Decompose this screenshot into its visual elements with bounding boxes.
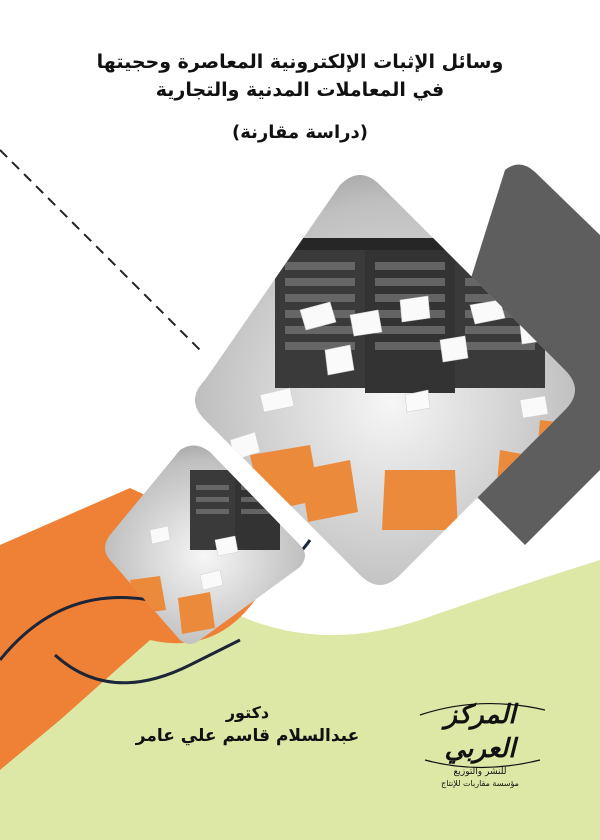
title-line-2: في المعاملات المدنية والتجارية bbox=[155, 79, 445, 101]
navy-curve-bottom bbox=[53, 638, 241, 685]
publisher-line-2: مؤسسة مقاربات للإنتاج bbox=[441, 779, 519, 788]
author-name: عبدالسلام قاسم علي عامر bbox=[135, 726, 360, 746]
publisher-name: المركز العربي bbox=[444, 700, 516, 764]
title-line-1: وسائل الإثبات الإلكترونية المعاصرة وحجيت… bbox=[96, 51, 504, 73]
publisher-logo: المركز العربي للنشر والتوزيع مؤسسة مقارب… bbox=[405, 698, 555, 788]
book-title: وسائل الإثبات الإلكترونية المعاصرة وحجيت… bbox=[0, 48, 600, 143]
book-subtitle: (دراسة مقارنة) bbox=[231, 122, 368, 143]
publisher-line-1: للنشر والتوزيع bbox=[453, 767, 507, 777]
author: دكتور عبدالسلام قاسم علي عامر bbox=[120, 702, 375, 748]
author-prefix: دكتور bbox=[225, 703, 270, 722]
dashed-diagonal bbox=[0, 149, 201, 351]
publisher-flourish bbox=[419, 702, 546, 769]
